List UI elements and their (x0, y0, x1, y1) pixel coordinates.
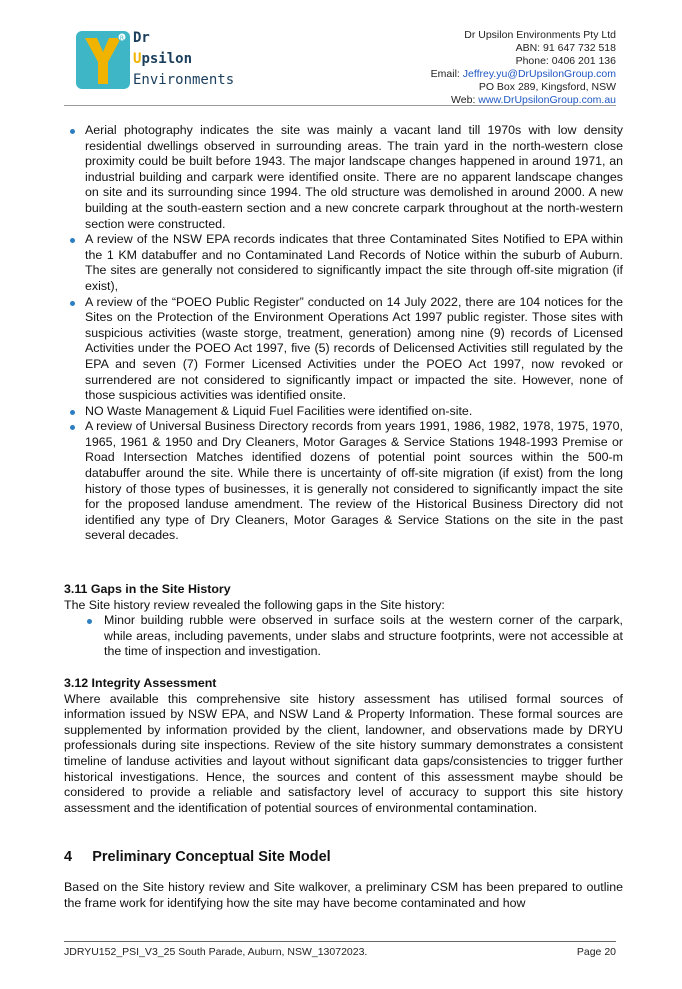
list-item: A review of the NSW EPA records indicate… (64, 232, 623, 294)
company-logo: R Dr Upsilon Environments (75, 26, 250, 96)
list-item: Aerial photography indicates the site wa… (64, 123, 623, 232)
bullet-icon (87, 619, 92, 625)
section-csm: 4 Preliminary Conceptual Site Model (64, 849, 623, 866)
email-label: Email: (430, 68, 463, 80)
list-item: A review of Universal Business Directory… (64, 419, 623, 544)
list-item: Minor building rubble were observed in s… (64, 613, 623, 660)
company-phone: Phone: 0406 201 136 (515, 55, 616, 67)
section-gaps: 3.11 Gaps in the Site History The Site h… (64, 582, 623, 660)
section-intro: The Site history review revealed the fol… (64, 597, 445, 612)
bullet-icon (70, 238, 75, 244)
web-link[interactable]: www.DrUpsilonGroup.com.au (478, 94, 616, 106)
site-history-findings: Aerial photography indicates the site wa… (64, 123, 623, 544)
company-po-box: PO Box 289, Kingsford, NSW (478, 81, 616, 93)
logo-line-upsilon: psilon (141, 51, 193, 67)
svg-text:R: R (120, 35, 124, 42)
bullet-icon (70, 409, 75, 415)
document-reference: JDRYU152_PSI_V3_25 South Parade, Auburn,… (64, 946, 368, 958)
company-abn: ABN: 91 647 732 518 (515, 42, 616, 54)
section-heading-4: 4 Preliminary Conceptual Site Model (64, 849, 331, 865)
list-item: NO Waste Management & Liquid Fuel Facili… (64, 404, 623, 420)
page-footer: JDRYU152_PSI_V3_25 South Parade, Auburn,… (64, 946, 616, 958)
bullet-icon (70, 300, 75, 306)
web-label: Web: (451, 94, 479, 106)
section-csm-body: Based on the Site history review and Sit… (64, 880, 623, 911)
section-heading-3-12: 3.12 Integrity Assessment (64, 676, 217, 690)
section-heading-3-11: 3.11 Gaps in the Site History (64, 582, 231, 596)
logo-line-environments: Environments (133, 72, 235, 88)
company-contact-block: Dr Upsilon Environments Pty Ltd ABN: 91 … (431, 29, 616, 107)
header-divider (64, 105, 616, 106)
bullet-icon (70, 425, 75, 431)
logo-line-dr: Dr (133, 30, 150, 46)
bullet-icon (70, 129, 75, 134)
section-body: Where available this comprehensive site … (64, 691, 623, 815)
list-item: A review of the “POEO Public Register” c… (64, 295, 623, 404)
section-integrity: 3.12 Integrity Assessment Where availabl… (64, 676, 623, 816)
section-body: Based on the Site history review and Sit… (64, 880, 623, 910)
y-logo-icon: R (75, 30, 131, 90)
company-name: Dr Upsilon Environments Pty Ltd (464, 29, 616, 41)
email-link[interactable]: Jeffrey.yu@DrUpsilonGroup.com (462, 68, 616, 80)
page-number: Page 20 (576, 946, 616, 958)
footer-divider (64, 941, 616, 942)
logo-accent-letter: U (133, 51, 142, 67)
